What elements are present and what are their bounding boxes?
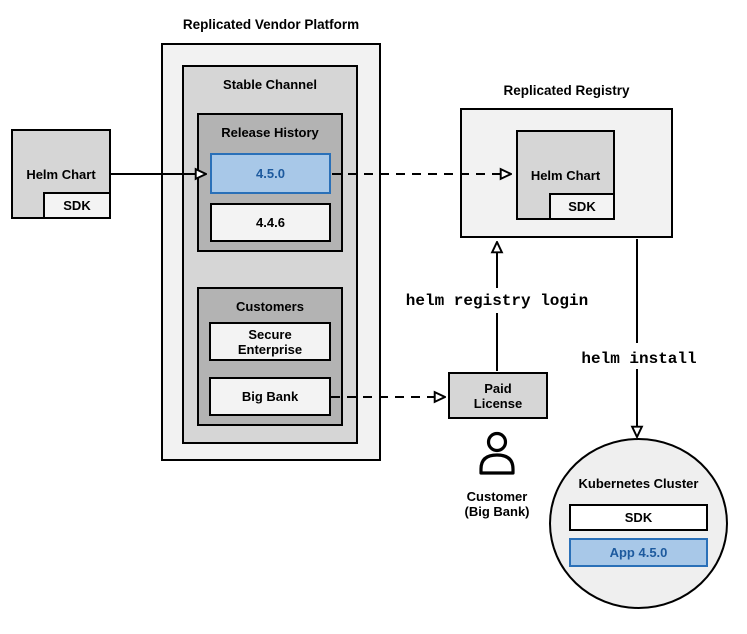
customer-name-label: Secure Enterprise <box>237 326 303 357</box>
platform-title: Replicated Vendor Platform <box>182 17 360 32</box>
cluster-sdk-box: SDK <box>569 504 708 531</box>
helm-chart-label: Helm Chart <box>530 167 601 183</box>
customer-caption-line2: (Big Bank) <box>464 504 530 519</box>
release-version-450: 4.5.0 <box>210 153 331 194</box>
replicated-registry-box: Helm Chart SDK <box>460 108 673 238</box>
customer-name-label: Big Bank <box>241 389 299 404</box>
cluster-app-label: App 4.5.0 <box>609 545 668 560</box>
stable-channel-label: Stable Channel <box>223 77 317 92</box>
helm-chart-label: Helm Chart <box>26 166 96 182</box>
customer-caption: Customer (Big Bank) <box>447 489 547 519</box>
helm-install-command: helm install <box>581 350 697 368</box>
vendor-sdk-box: SDK <box>43 192 111 219</box>
release-version-label: 4.4.6 <box>256 215 285 230</box>
registry-title: Replicated Registry <box>503 83 630 98</box>
customer-big-bank: Big Bank <box>209 377 331 416</box>
release-version-label: 4.5.0 <box>256 166 285 181</box>
person-icon <box>479 431 515 475</box>
customers-label: Customers <box>236 299 304 314</box>
cluster-app-box: App 4.5.0 <box>569 538 708 567</box>
vendor-helm-chart-box: Helm Chart SDK <box>11 129 111 219</box>
sdk-label: SDK <box>624 510 653 525</box>
registry-helm-chart-box: Helm Chart SDK <box>516 130 615 220</box>
kubernetes-cluster-label: Kubernetes Cluster <box>578 476 699 491</box>
sdk-label: SDK <box>63 198 91 213</box>
sdk-label: SDK <box>568 199 596 214</box>
release-history-label: Release History <box>221 125 319 140</box>
paid-license-label: Paid License <box>473 380 523 411</box>
paid-license-box: Paid License <box>448 372 548 419</box>
registry-sdk-box: SDK <box>549 193 615 220</box>
customer-secure-enterprise: Secure Enterprise <box>209 322 331 361</box>
release-version-446: 4.4.6 <box>210 203 331 242</box>
helm-registry-login-command: helm registry login <box>405 292 589 310</box>
customer-caption-line1: Customer <box>466 489 528 504</box>
